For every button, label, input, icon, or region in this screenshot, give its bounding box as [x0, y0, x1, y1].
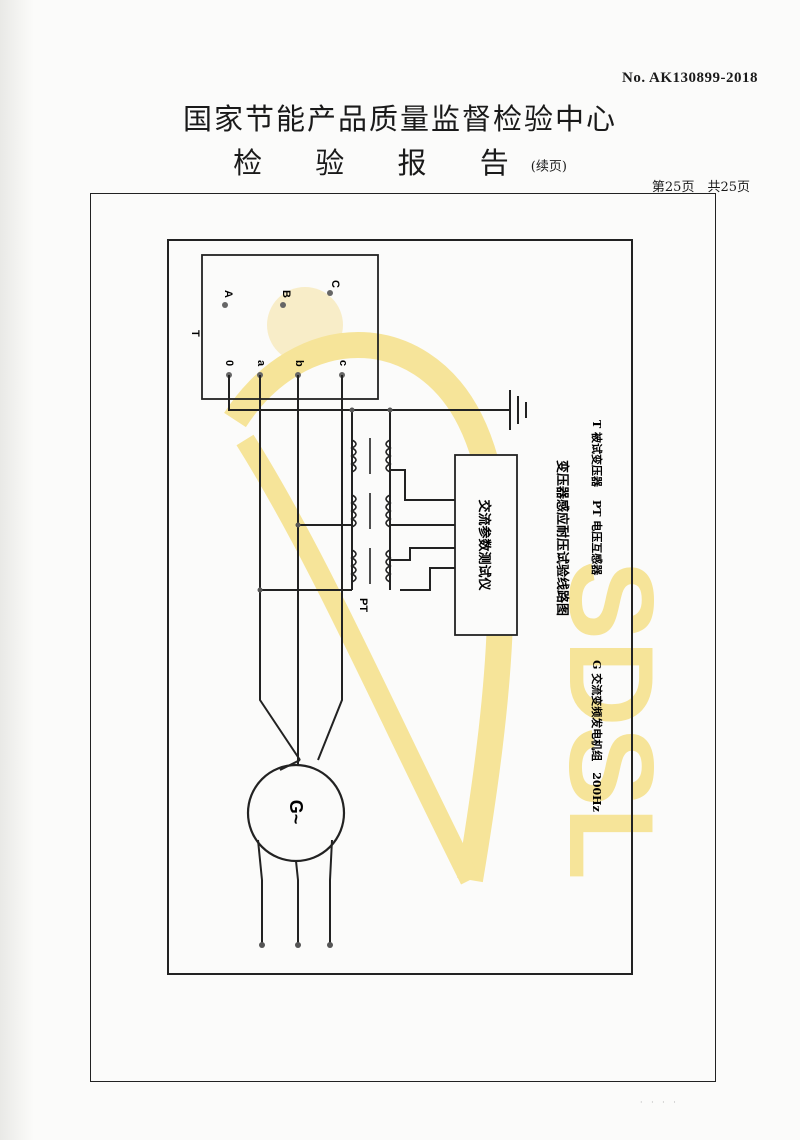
- potential-transformers: [350, 438, 392, 584]
- diagram-caption: 变压器感应耐压试验线路图: [554, 460, 570, 616]
- lead-2: [295, 860, 299, 945]
- terminal-C: [327, 290, 333, 296]
- lead-end-1: [259, 942, 265, 948]
- instrument-box: [454, 454, 518, 636]
- phase-a-wire: [259, 375, 301, 761]
- label-c: c: [337, 360, 349, 366]
- junction-dots: [257, 407, 393, 593]
- pt-coil-2: [350, 493, 392, 529]
- label-A: A: [222, 290, 234, 298]
- diagram-frame: [167, 239, 633, 975]
- label-C: C: [329, 280, 341, 288]
- generator-leads: [257, 759, 333, 945]
- label-0: 0: [223, 360, 235, 366]
- organization-title: 国家节能产品质量监督检验中心: [182, 102, 617, 136]
- pt-label: PT: [357, 598, 369, 612]
- lead-end-2: [295, 942, 301, 948]
- label-a: a: [255, 360, 267, 367]
- pt-out-1: [390, 469, 455, 501]
- watermark-swoosh: [224, 332, 514, 883]
- phase-c-wire: [317, 375, 343, 761]
- pt-coil-3: [350, 548, 392, 584]
- terminal-B: [280, 302, 286, 308]
- report-title: 检 验 报 告(续页): [0, 140, 800, 182]
- legend-transformer: T 被试变压器: [590, 420, 604, 488]
- legend-pt: PT 电压互感器: [590, 500, 604, 576]
- edge-marks: · · · ·: [640, 1098, 679, 1107]
- transformer-label: T: [189, 330, 201, 337]
- label-B: B: [280, 290, 292, 298]
- page-info: 第25页 共25页: [651, 180, 750, 195]
- legend-generator: G 交流变频发电机组 200Hz: [590, 660, 604, 812]
- terminal-A: [222, 302, 228, 308]
- binding-shadow: [0, 0, 34, 1140]
- pt-out-3: [390, 547, 455, 561]
- instrument-label: 交流参数测试仪: [476, 499, 492, 591]
- watermark: SDSL: [224, 287, 678, 885]
- watermark-text: SDSL: [544, 560, 678, 880]
- transformer-box: [201, 254, 379, 400]
- pt-out-4: [400, 567, 455, 591]
- generator-label: G~: [286, 800, 306, 825]
- continued-note: (续页): [530, 159, 567, 175]
- lead-end-3: [327, 942, 333, 948]
- upper-lead-a: [279, 759, 301, 771]
- lead-1: [257, 839, 263, 945]
- watermark-swoosh-2: [236, 434, 479, 885]
- report-number: No. AK130899-2018: [622, 70, 758, 86]
- hv-terminals: A B C: [222, 280, 341, 308]
- content-frame: [90, 193, 716, 1082]
- lead-3: [329, 839, 333, 945]
- pt-coil-1: [350, 438, 392, 474]
- report-title-text: 检 验 报 告: [233, 146, 531, 180]
- label-b: b: [293, 360, 305, 367]
- neutral-wire: [228, 375, 510, 411]
